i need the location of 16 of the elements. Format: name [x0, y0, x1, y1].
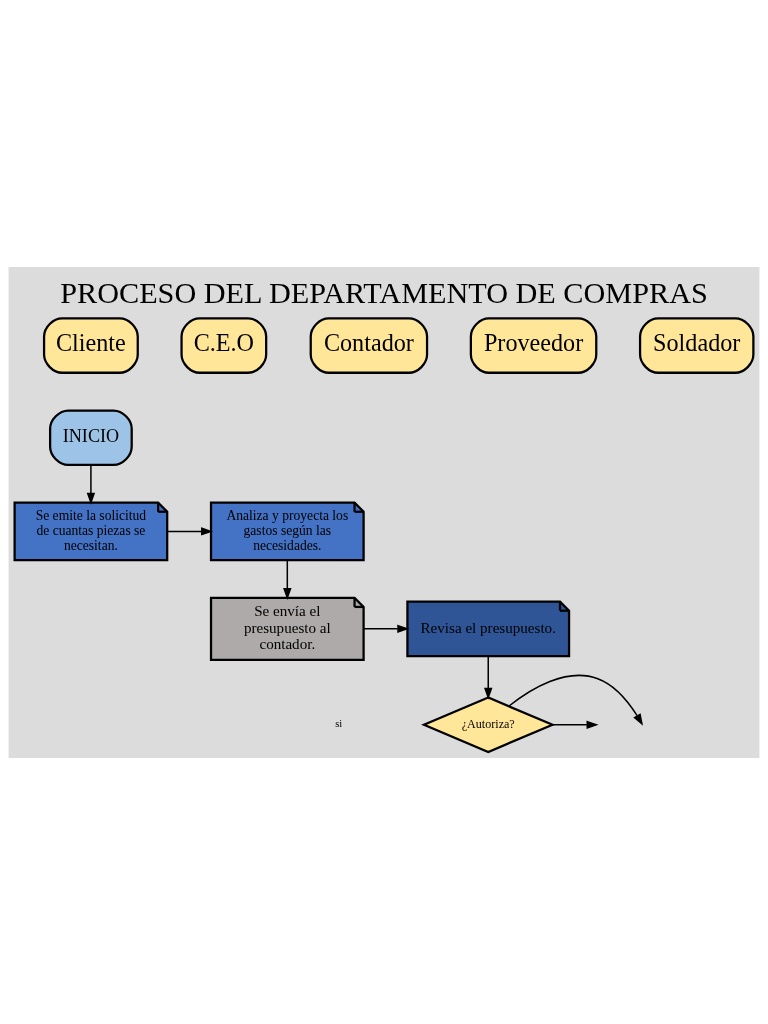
- node-box: C.E.O: [180, 316, 268, 374]
- diagram-title: PROCESO DEL DEPARTAMENTO DE COMPRAS: [60, 275, 708, 310]
- node-box: Soldador: [638, 316, 755, 374]
- node-diamond: ¿Autoriza?: [421, 695, 556, 753]
- node-box: INICIO: [49, 408, 133, 466]
- arrow: [166, 526, 214, 536]
- arrow: [363, 624, 410, 633]
- arrow: [552, 720, 599, 729]
- arrow: [484, 654, 493, 700]
- node-box: Cliente: [42, 316, 139, 374]
- arrow: [283, 558, 292, 600]
- arrow: [86, 463, 96, 505]
- node-box: Proveedor: [469, 316, 598, 374]
- arrow: [508, 674, 643, 726]
- node-box: Contador: [309, 316, 429, 374]
- label: si: [335, 717, 343, 729]
